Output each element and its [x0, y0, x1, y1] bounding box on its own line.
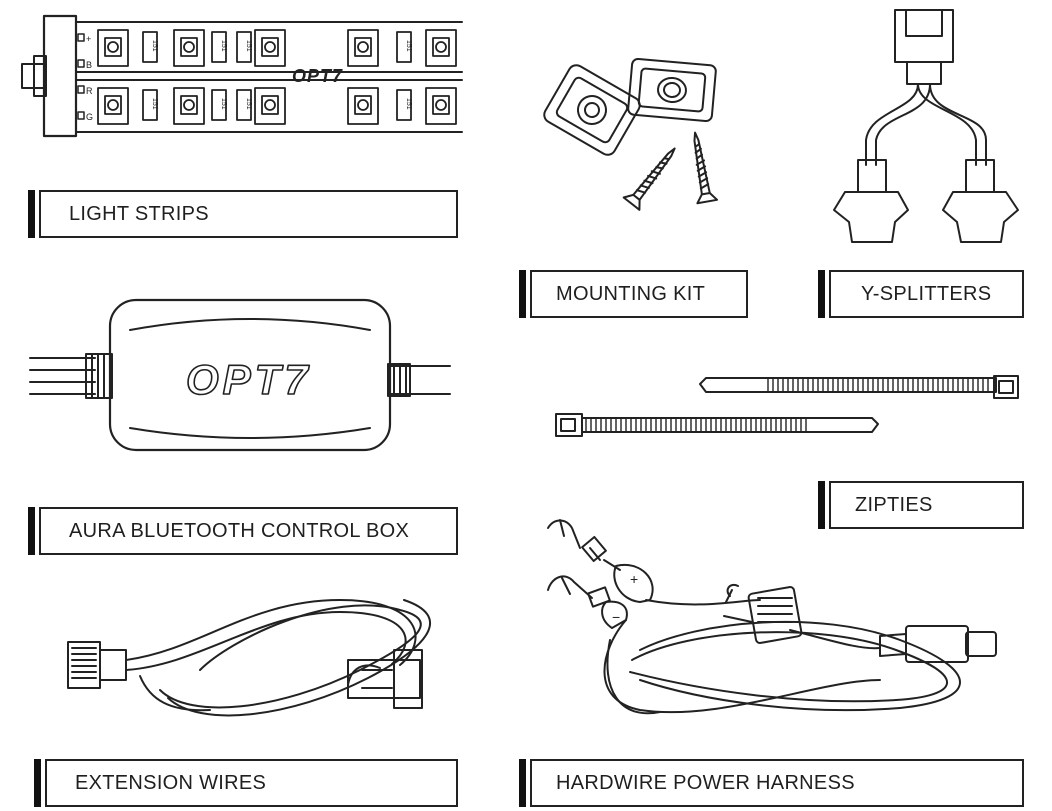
label-accent-bar	[818, 270, 825, 318]
resistor-label: 151	[245, 40, 252, 52]
led-chip	[173, 29, 205, 67]
led-chip-inner	[180, 95, 198, 115]
led-lens	[183, 41, 195, 53]
label-accent-bar	[34, 759, 41, 807]
label-extension-wires-text: EXTENSION WIRES	[75, 771, 267, 794]
led-chip-inner	[432, 95, 450, 115]
mounting-kit-illustration	[543, 57, 719, 211]
label-accent-bar	[28, 190, 35, 238]
label-control-box: AURA BLUETOOTH CONTROL BOX	[28, 507, 458, 555]
led-chip-inner	[354, 37, 372, 57]
led-lens	[107, 99, 119, 111]
led-lens	[264, 99, 276, 111]
led-chip-inner	[180, 37, 198, 57]
led-chip-inner	[354, 95, 372, 115]
label-zipties-text: ZIPTIES	[855, 493, 933, 516]
control-box-illustration: OPT7	[29, 298, 451, 452]
light-strip-illustration: 151 151 151 151 151 151 151 151 OPT7 + B R G	[21, 14, 463, 138]
extension-wires-illustration	[67, 599, 432, 717]
strip-pin-label-plus: +	[86, 34, 91, 44]
led-chip	[97, 29, 129, 67]
led-lens	[183, 99, 195, 111]
strip-pin-label-b: B	[86, 60, 92, 70]
led-lens	[357, 99, 369, 111]
led-chip	[173, 87, 205, 125]
resistor	[236, 31, 252, 63]
led-lens	[435, 41, 447, 53]
label-power-harness: HARDWIRE POWER HARNESS	[519, 759, 1024, 807]
label-accent-bar	[28, 507, 35, 555]
strip-pin-label-g: G	[86, 112, 93, 122]
label-light-strips: LIGHT STRIPS	[28, 190, 458, 238]
strip-logo: OPT7	[292, 66, 343, 86]
label-accent-bar	[519, 270, 526, 318]
led-chip	[254, 29, 286, 67]
resistor-label: 151	[245, 98, 252, 110]
label-extension-wires: EXTENSION WIRES	[34, 759, 458, 807]
led-chip	[425, 87, 457, 125]
strip-pin-label-r: R	[86, 86, 93, 96]
y-splitter-illustration	[833, 9, 1019, 243]
led-lens	[357, 41, 369, 53]
label-control-box-text: AURA BLUETOOTH CONTROL BOX	[69, 519, 410, 542]
resistor	[142, 31, 158, 63]
label-y-splitters-text: Y-SPLITTERS	[861, 282, 992, 305]
zipties-illustration	[555, 375, 1019, 437]
resistor-label: 151	[220, 98, 227, 110]
resistor	[211, 31, 227, 63]
label-zipties: ZIPTIES	[818, 481, 1024, 529]
resistor	[396, 89, 412, 121]
resistor-label: 151	[151, 40, 158, 52]
label-accent-bar	[818, 481, 825, 529]
control-box-logo: OPT7	[186, 356, 312, 403]
led-chip	[425, 29, 457, 67]
resistor-label: 151	[405, 40, 412, 52]
label-light-strips-text: LIGHT STRIPS	[69, 202, 209, 225]
led-lens	[107, 41, 119, 53]
led-chip	[254, 87, 286, 125]
led-chip	[347, 87, 379, 125]
resistor	[396, 31, 412, 63]
led-chip-inner	[432, 37, 450, 57]
led-chip-inner	[104, 37, 122, 57]
label-power-harness-text: HARDWIRE POWER HARNESS	[556, 771, 855, 794]
led-chip	[347, 29, 379, 67]
label-mounting-kit: MOUNTING KIT	[519, 270, 748, 318]
led-chip-inner	[104, 95, 122, 115]
resistor-label: 151	[220, 40, 227, 52]
resistor	[142, 89, 158, 121]
harness-negative-sign: −	[612, 609, 620, 625]
led-lens	[435, 99, 447, 111]
label-y-splitters: Y-SPLITTERS	[818, 270, 1024, 318]
label-accent-bar	[519, 759, 526, 807]
led-chip-inner	[261, 37, 279, 57]
resistor-label: 151	[151, 98, 158, 110]
resistor	[211, 89, 227, 121]
resistor	[236, 89, 252, 121]
power-harness-illustration	[547, 519, 997, 715]
led-lens	[264, 41, 276, 53]
led-chip-inner	[261, 95, 279, 115]
resistor-label: 151	[405, 98, 412, 110]
label-mounting-kit-text: MOUNTING KIT	[556, 282, 706, 305]
led-chip	[97, 87, 129, 125]
harness-positive-sign: +	[630, 571, 638, 587]
